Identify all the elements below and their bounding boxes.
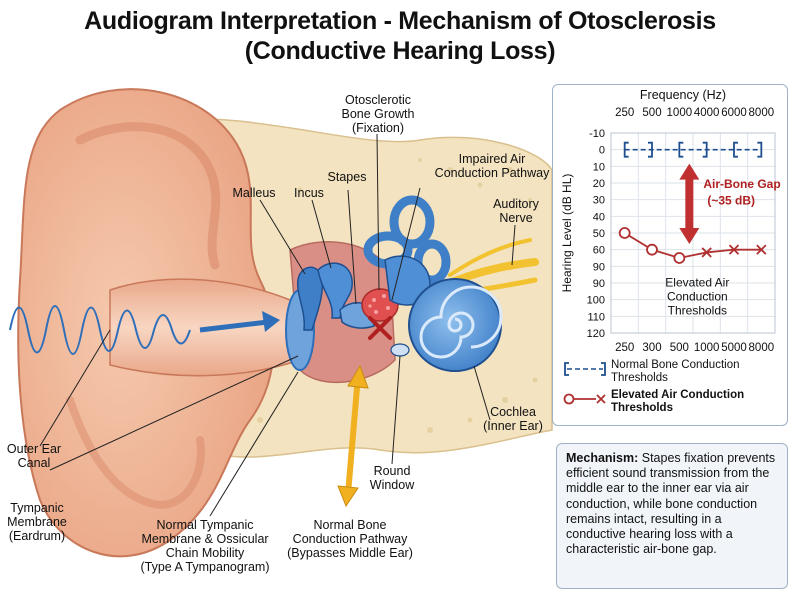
bone-conduction-marker [733,141,738,158]
blocked-x-icon [368,316,392,340]
legend-air-marker-circle [563,393,575,405]
incus-shape [317,262,353,319]
legend-bone-marker-close [601,362,606,376]
cochlea-spiral [419,285,503,359]
y-tick-label: 40 [593,211,605,223]
air-conduction-arrow [199,311,280,333]
elevated-annotation-line3: Thresholds [668,303,727,317]
malleus-shape [297,266,324,331]
label-cochlea: Cochlea(Inner Ear) [483,405,543,433]
y-tick-label: 60 [593,245,605,257]
gap-annotation-line1: Air-Bone Gap [703,177,780,191]
mechanism-text: Stapes fixation prevents efficient sound… [566,451,776,557]
otosclerotic-texture [368,294,390,314]
bone-conduction-marker [648,141,653,158]
legend-air-label-1: Elevated Air Conduction [611,389,744,401]
y-tick-label: 50 [593,228,605,240]
sound-wave [9,305,191,355]
chart-title: Frequency (Hz) [640,88,726,102]
y-tick-label: 90 [593,261,605,273]
top-tick-label: 8000 [749,107,775,119]
elevated-annotation-line2: Conduction [667,289,728,303]
elevated-annotation-line1: Elevated Air [665,275,729,289]
page-title: Audiogram Interpretation - Mechanism of … [0,6,800,66]
bottom-tick-label: 8000 [749,342,775,354]
bottom-tick-label: 250 [615,342,634,354]
air-conduction-marker [701,247,712,258]
mechanism-heading: Mechanism: [566,451,639,465]
y-tick-label: 90 [593,278,605,290]
air-conduction-marker [728,244,740,255]
legend-air-marker-x [596,394,606,404]
label-incus: Incus [294,186,324,200]
mechanism-box: Mechanism: Stapes fixation prevents effi… [556,443,788,589]
bottom-tick-label: 500 [670,342,689,354]
y-tick-label: 20 [593,178,605,190]
title-line-2: (Conductive Hearing Loss) [244,37,556,65]
bone-conduction-marker [702,141,708,158]
y-tick-label: -10 [589,128,605,140]
y-tick-label: 10 [593,161,605,173]
label-stapes: Stapes [327,170,367,184]
y-tick-label: 120 [587,328,605,340]
y-axis-label: Hearing Level (dB HL) [560,174,574,293]
bottom-tick-label: 300 [642,342,661,354]
bone-conduction-marker [757,141,763,158]
helix-fold [75,122,221,270]
bone-texture [257,158,538,433]
leader-lines [39,133,516,517]
bone-conduction-arrow [337,364,369,508]
air-conduction-marker [756,244,767,255]
gap-arrow-head-down [679,228,700,244]
legend-bone-label-1: Normal Bone Conduction [611,359,740,371]
legend-bone-marker-open [564,362,569,376]
legend-air-label-2: Thresholds [611,402,673,414]
round-window-shape [390,343,410,357]
air-conduction-marker [618,227,631,239]
legend-bone-label-2: Thresholds [611,372,668,384]
top-tick-label: 4000 [694,107,720,119]
top-tick-label: 6000 [721,107,747,119]
plot-frame [610,132,776,334]
gap-arrow-head-up [679,163,700,180]
bottom-tick-label: 1000 [694,342,720,354]
top-tick-label: 250 [615,107,634,119]
air-conduction-marker [673,252,686,264]
top-tick-label: 500 [642,107,661,119]
top-tick-label: 1000 [667,107,693,119]
title-line-1: Audiogram Interpretation - Mechanism of … [84,7,716,35]
y-tick-label: 0 [599,145,605,157]
antihelix-fold [66,396,205,510]
air-conduction-marker [646,243,658,256]
y-tick-label: 100 [587,295,605,307]
label-malleus: Malleus [232,186,276,200]
y-tick-label: 30 [593,195,605,207]
gap-annotation-line2: (~35 dB) [707,194,755,208]
y-tick-label: 110 [587,311,605,323]
bone-conduction-marker [678,141,684,158]
bottom-tick-label: 5000 [721,342,747,354]
bone-conduction-marker [623,141,629,158]
